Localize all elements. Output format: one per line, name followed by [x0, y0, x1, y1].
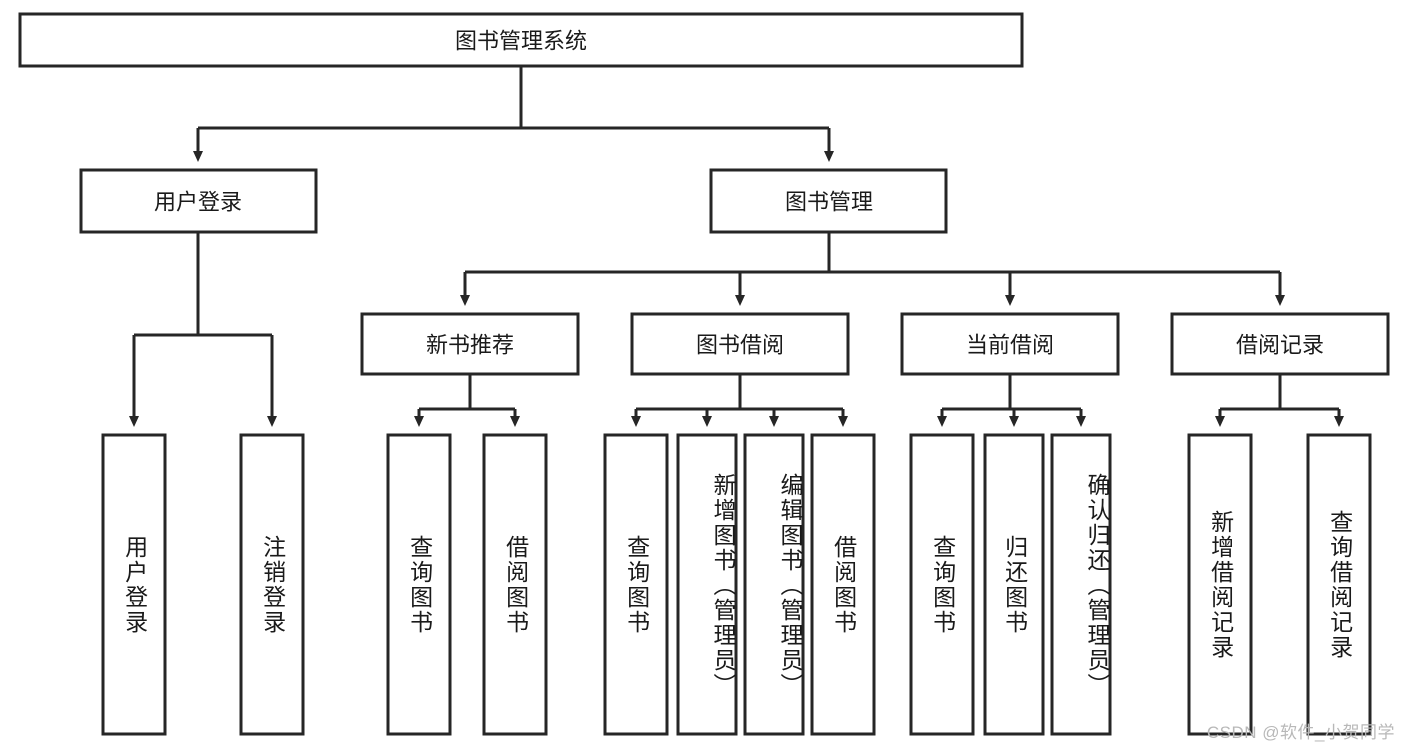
connector-borrow-record-to-leaves	[1215, 374, 1344, 427]
leaf-box-add-record[interactable]	[1187, 433, 1253, 736]
connector-root-to-level2	[193, 66, 834, 162]
node-book-borrow[interactable]: 图书借阅	[630, 312, 850, 376]
leaf-box-return-book[interactable]	[983, 433, 1045, 736]
node-user-login[interactable]: 用户登录	[79, 168, 318, 234]
leaf-box-borrow-book-rec[interactable]	[482, 433, 548, 736]
node-root-label: 图书管理系统	[455, 29, 587, 54]
node-book-manage[interactable]: 图书管理	[709, 168, 948, 234]
connector-book-borrow-to-leaves	[631, 374, 848, 427]
node-current-borrow-box[interactable]	[900, 312, 1120, 376]
leaf-box-query-record[interactable]	[1306, 433, 1372, 736]
leaf-box-query-book-cur[interactable]	[909, 433, 975, 736]
connector-current-borrow-to-leaves	[937, 374, 1086, 427]
leaf-box-edit-book[interactable]	[743, 433, 805, 736]
node-borrow-record[interactable]: 借阅记录	[1170, 312, 1390, 376]
connector-new-book-rec-to-leaves	[414, 374, 520, 427]
csdn-watermark: CSDN @软件_小贺同学	[1206, 723, 1395, 742]
node-root[interactable]: 图书管理系统	[18, 12, 1024, 68]
node-new-book-rec-box[interactable]	[360, 312, 580, 376]
leaf-box-query-book-bor[interactable]	[603, 433, 669, 736]
node-book-manage-label: 图书管理	[785, 190, 873, 215]
leaf-box-add-book[interactable]	[676, 433, 738, 736]
leaf-box-query-book-rec[interactable]	[386, 433, 452, 736]
node-book-borrow-label: 图书借阅	[696, 333, 784, 358]
node-root-box[interactable]	[18, 12, 1024, 68]
node-user-login-label: 用户登录	[154, 190, 242, 215]
node-borrow-record-label: 借阅记录	[1236, 333, 1324, 358]
connector-user-login-to-leaves	[129, 232, 277, 427]
leaf-box-user-login[interactable]	[101, 433, 167, 736]
leaf-box-confirm-return[interactable]	[1050, 433, 1112, 736]
connector-book-manage-to-level3	[460, 232, 1285, 306]
node-current-borrow-label: 当前借阅	[966, 333, 1054, 358]
node-new-book-rec-label: 新书推荐	[426, 333, 514, 358]
leaf-box-logout[interactable]	[239, 433, 305, 736]
node-user-login-box[interactable]	[79, 168, 318, 234]
node-current-borrow[interactable]: 当前借阅	[900, 312, 1120, 376]
leaf-box-borrow-book-bor[interactable]	[810, 433, 876, 736]
node-new-book-rec[interactable]: 新书推荐	[360, 312, 580, 376]
